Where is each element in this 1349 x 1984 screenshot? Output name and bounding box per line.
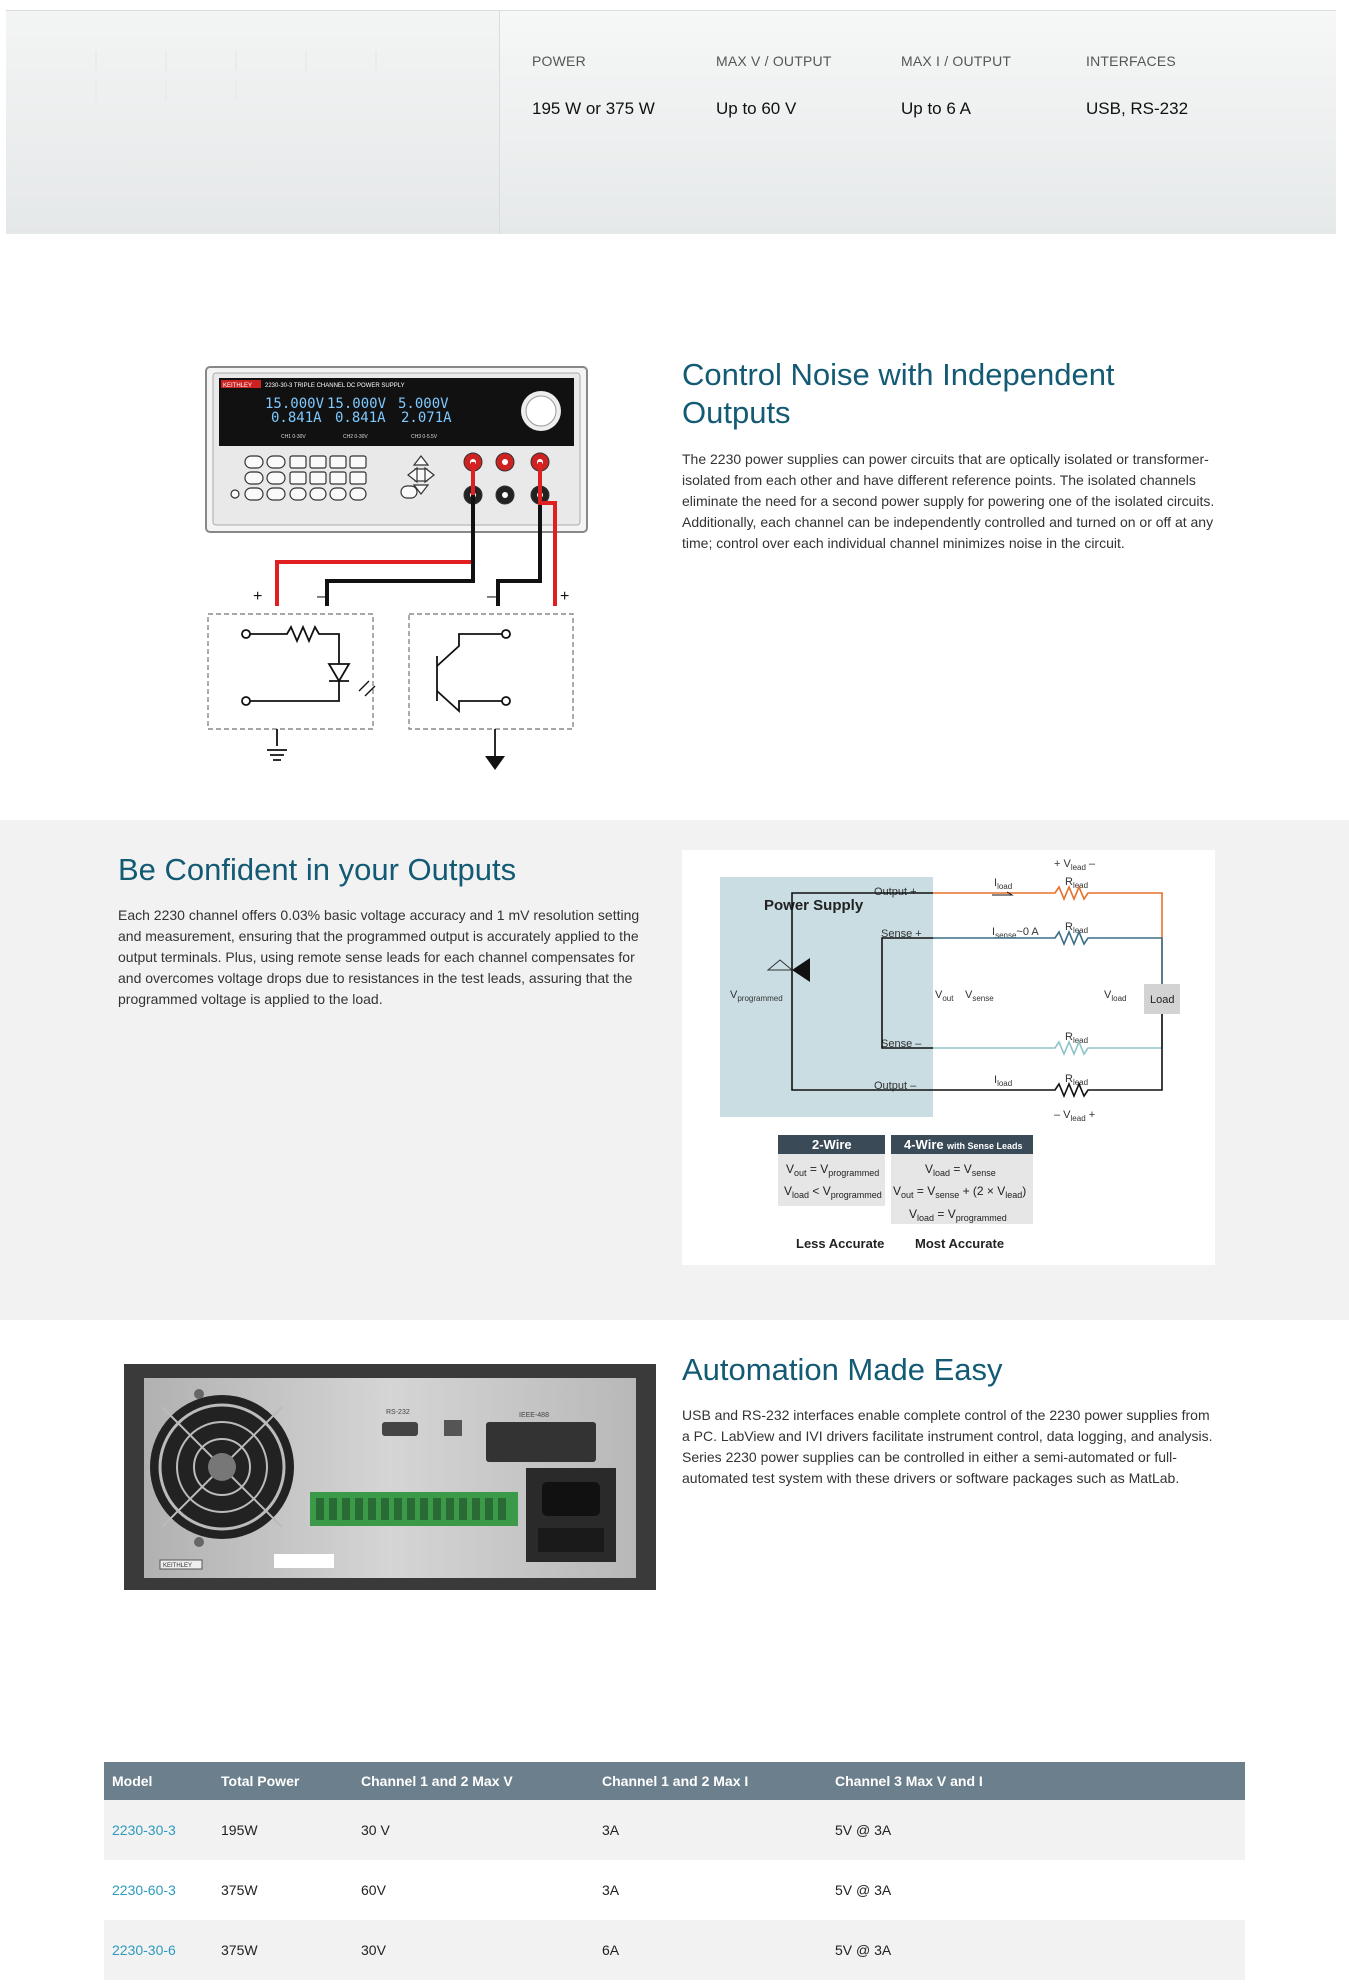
table-cell: 5V @ 3A bbox=[835, 1822, 892, 1838]
panel-model: 2230-30-3 TRIPLE CHANNEL DC POWER SUPPLY bbox=[265, 383, 405, 389]
banner-faint-image bbox=[95, 51, 377, 101]
title-line-2: Outputs bbox=[682, 395, 791, 430]
section-body-control-noise: The 2230 power supplies can power circui… bbox=[682, 451, 1215, 551]
table-cell: 375W bbox=[221, 1942, 258, 1958]
ch3-label: CH3 0-5.5V bbox=[411, 434, 438, 440]
rear-panel-photo: RS-232 IEEE-488 KEITHLEY bbox=[124, 1364, 656, 1590]
ieee488-port bbox=[486, 1422, 596, 1462]
load-label: Load bbox=[1150, 994, 1174, 1006]
readout-a3: 2.071A bbox=[401, 410, 452, 426]
specs-banner: POWER 195 W or 375 W MAX V / OUTPUT Up t… bbox=[6, 10, 1336, 234]
table-cell: 60V bbox=[361, 1882, 386, 1898]
spec-value: Up to 6 A bbox=[901, 99, 971, 118]
table-cell: 195W bbox=[221, 1822, 258, 1838]
banner-product-image bbox=[6, 11, 500, 234]
rs232-port bbox=[382, 1422, 418, 1436]
svg-text:–: – bbox=[487, 588, 496, 605]
svg-text:Vsense: Vsense bbox=[965, 989, 994, 1003]
four-wire-diagram: Power Supply Output + Sense + Sense – Ou… bbox=[720, 858, 1180, 1251]
svg-text:+: + bbox=[253, 588, 262, 605]
power-supply-box bbox=[720, 877, 933, 1117]
section-title-confident: Be Confident in your Outputs bbox=[118, 852, 517, 887]
rear-panel-illustration: RS-232 IEEE-488 KEITHLEY bbox=[144, 1378, 636, 1578]
table-cell: 30 V bbox=[361, 1822, 390, 1838]
header-model: Model bbox=[112, 1773, 153, 1789]
readout-v3: 5.000V bbox=[398, 396, 449, 412]
title-line-1: Control Noise with Independent bbox=[682, 357, 1115, 392]
ch1-label: CH1 0-30V bbox=[281, 434, 306, 440]
spec-label: POWER bbox=[532, 53, 586, 69]
ch2-label: CH2 0-30V bbox=[343, 434, 368, 440]
spec-label: MAX V / OUTPUT bbox=[716, 53, 832, 69]
four-wire-label: 4-Wire bbox=[904, 1137, 944, 1152]
svg-text:+ Vlead –: + Vlead – bbox=[1054, 858, 1096, 872]
load-box bbox=[1144, 984, 1180, 1014]
table-cell: 3A bbox=[602, 1882, 620, 1898]
table-row: 2230-60-3 375W 60V 3A 5V @ 3A bbox=[104, 1860, 1245, 1920]
models-table: Model Total Power Channel 1 and 2 Max V … bbox=[104, 1762, 1245, 1980]
svg-text:Iload: Iload bbox=[994, 877, 1012, 891]
section-body-confident: Each 2230 channel offers 0.03% basic vol… bbox=[118, 907, 640, 1007]
section-body-automation: USB and RS-232 interfaces enable complet… bbox=[682, 1407, 1213, 1486]
header-ch3: Channel 3 Max V and I bbox=[835, 1773, 983, 1789]
readout-v2: 15.000V bbox=[327, 396, 387, 412]
model-link[interactable]: 2230-30-6 bbox=[112, 1942, 176, 1958]
isolated-circuits-diagram: KEITHLEY 2230-30-3 TRIPLE CHANNEL DC POW… bbox=[205, 366, 588, 770]
power-supply-label: Power Supply bbox=[764, 897, 864, 914]
ieee488-label: IEEE-488 bbox=[519, 1412, 549, 1419]
spec-label: MAX I / OUTPUT bbox=[901, 53, 1012, 69]
spec-value: 195 W or 375 W bbox=[532, 99, 655, 118]
panel-brand: KEITHLEY bbox=[223, 383, 252, 389]
model-link[interactable]: 2230-60-3 bbox=[112, 1882, 176, 1898]
isolated-circuits-illustration: KEITHLEY 2230-30-3 TRIPLE CHANNEL DC POW… bbox=[205, 366, 590, 776]
table-cell: 375W bbox=[221, 1882, 258, 1898]
label-sense-minus: Sense – bbox=[881, 1038, 922, 1050]
most-accurate-label: Most Accurate bbox=[915, 1236, 1004, 1251]
two-wire-label: 2-Wire bbox=[812, 1137, 852, 1152]
less-accurate-label: Less Accurate bbox=[796, 1236, 884, 1251]
remote-sense-diagram: Power Supply Output + Sense + Sense – Ou… bbox=[682, 850, 1215, 1265]
table-cell: 6A bbox=[602, 1942, 620, 1958]
table-row: 2230-30-6 375W 30V 6A 5V @ 3A bbox=[104, 1920, 1245, 1980]
readout-a1: 0.841A bbox=[271, 410, 322, 426]
four-wire-sublabel: with Sense Leads bbox=[946, 1141, 1023, 1151]
section-title-control-noise: Control Noise with Independent Outputs bbox=[682, 356, 1202, 432]
svg-text:Vout: Vout bbox=[935, 989, 954, 1003]
spec-value: Up to 60 V bbox=[716, 99, 797, 118]
label-output-minus: Output – bbox=[874, 1080, 917, 1092]
svg-text:+: + bbox=[560, 588, 569, 605]
header-ch12-max-v: Channel 1 and 2 Max V bbox=[361, 1773, 513, 1789]
table-header: Model Total Power Channel 1 and 2 Max V … bbox=[104, 1762, 1245, 1800]
header-total-power: Total Power bbox=[221, 1773, 300, 1789]
readout-a2: 0.841A bbox=[335, 410, 386, 426]
table-cell: 5V @ 3A bbox=[835, 1882, 892, 1898]
svg-text:Iload: Iload bbox=[994, 1074, 1012, 1088]
svg-text:Vout = Vsense + (2 × Vlead): Vout = Vsense + (2 × Vlead) bbox=[893, 1184, 1026, 1200]
table-cell: 5V @ 3A bbox=[835, 1942, 892, 1958]
model-link[interactable]: 2230-30-3 bbox=[112, 1822, 176, 1838]
table-cell: 30V bbox=[361, 1942, 386, 1958]
spec-value: USB, RS-232 bbox=[1086, 99, 1189, 118]
spec-label: INTERFACES bbox=[1086, 53, 1176, 69]
label-sense-plus: Sense + bbox=[881, 928, 922, 940]
section-title-automation: Automation Made Easy bbox=[682, 1352, 1003, 1387]
svg-text:Vload: Vload bbox=[1104, 989, 1126, 1003]
svg-text:–: – bbox=[317, 588, 326, 605]
header-ch12-max-i: Channel 1 and 2 Max I bbox=[602, 1773, 749, 1789]
rs232-label: RS-232 bbox=[386, 1409, 410, 1416]
usb-port bbox=[444, 1420, 462, 1436]
table-row: 2230-30-3 195W 30 V 3A 5V @ 3A bbox=[104, 1800, 1245, 1860]
svg-text:– Vlead +: – Vlead + bbox=[1054, 1109, 1095, 1123]
readout-v1: 15.000V bbox=[265, 396, 325, 412]
table-cell: 3A bbox=[602, 1822, 620, 1838]
rear-brand-label: KEITHLEY bbox=[163, 1563, 192, 1569]
label-output-plus: Output + bbox=[874, 886, 917, 898]
